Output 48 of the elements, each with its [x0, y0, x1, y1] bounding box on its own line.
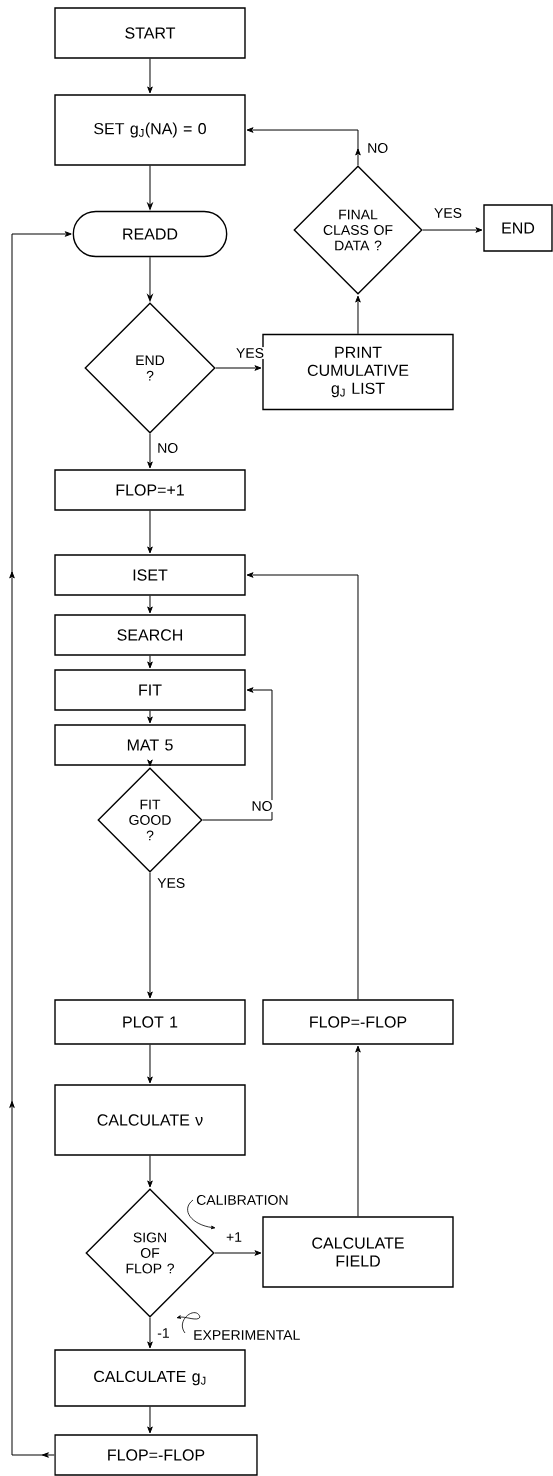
arrow — [355, 1045, 361, 1217]
arrow — [147, 655, 153, 669]
process-box: SET g$_{J}$(NA) = 0 — [54, 94, 246, 166]
process-box: MAT 5 — [54, 724, 246, 766]
edge-label: YES — [236, 348, 264, 358]
arrow — [147, 165, 153, 210]
edge-label: +1 — [226, 1232, 242, 1242]
edge-label: NO — [252, 801, 272, 811]
arrow — [147, 710, 153, 724]
process-box: CALCULATE g$_{J}$ — [54, 1349, 246, 1407]
process-box: ISET — [54, 554, 246, 596]
process-box: FLOP=-FLOP — [262, 999, 454, 1045]
annotation-label: EXPERIMENTAL — [194, 1330, 300, 1340]
arrow — [422, 227, 483, 233]
terminal-box: READD — [72, 210, 228, 258]
arrow — [9, 231, 72, 1458]
process-box: FIT — [54, 669, 246, 711]
edge-label: -1 — [157, 1328, 169, 1338]
arrow — [355, 295, 361, 335]
edge-label: YES — [434, 208, 462, 218]
arrow — [147, 1155, 153, 1188]
process-box: END — [483, 204, 553, 252]
process-box: CALCULATE FIELD — [262, 1216, 454, 1288]
arrow — [214, 1250, 262, 1256]
edge-label: NO — [158, 443, 178, 453]
arrow — [147, 872, 153, 999]
process-box: PLOT 1 — [54, 999, 246, 1045]
arrow — [147, 58, 153, 94]
process-box: FLOP=+1 — [54, 469, 246, 511]
arrow — [246, 572, 359, 1000]
arrow — [246, 127, 361, 166]
process-box: FLOP=-FLOP — [54, 1434, 258, 1476]
arrow — [147, 433, 153, 469]
arrow — [202, 687, 273, 821]
process-box: START — [54, 7, 246, 59]
arrow — [147, 759, 153, 767]
arrow — [147, 1406, 153, 1434]
process-box: SEARCH — [54, 614, 246, 656]
arrow — [147, 1317, 153, 1349]
edge-label: NO — [368, 143, 388, 153]
arrow — [215, 365, 262, 371]
arrow — [147, 510, 153, 554]
annotation-label: CALIBRATION — [196, 1195, 288, 1205]
arrow — [147, 595, 153, 614]
arrow — [147, 1044, 153, 1084]
process-box: CALCULATE ν — [54, 1084, 246, 1156]
edge-label: YES — [157, 878, 185, 888]
arrow — [147, 256, 153, 302]
